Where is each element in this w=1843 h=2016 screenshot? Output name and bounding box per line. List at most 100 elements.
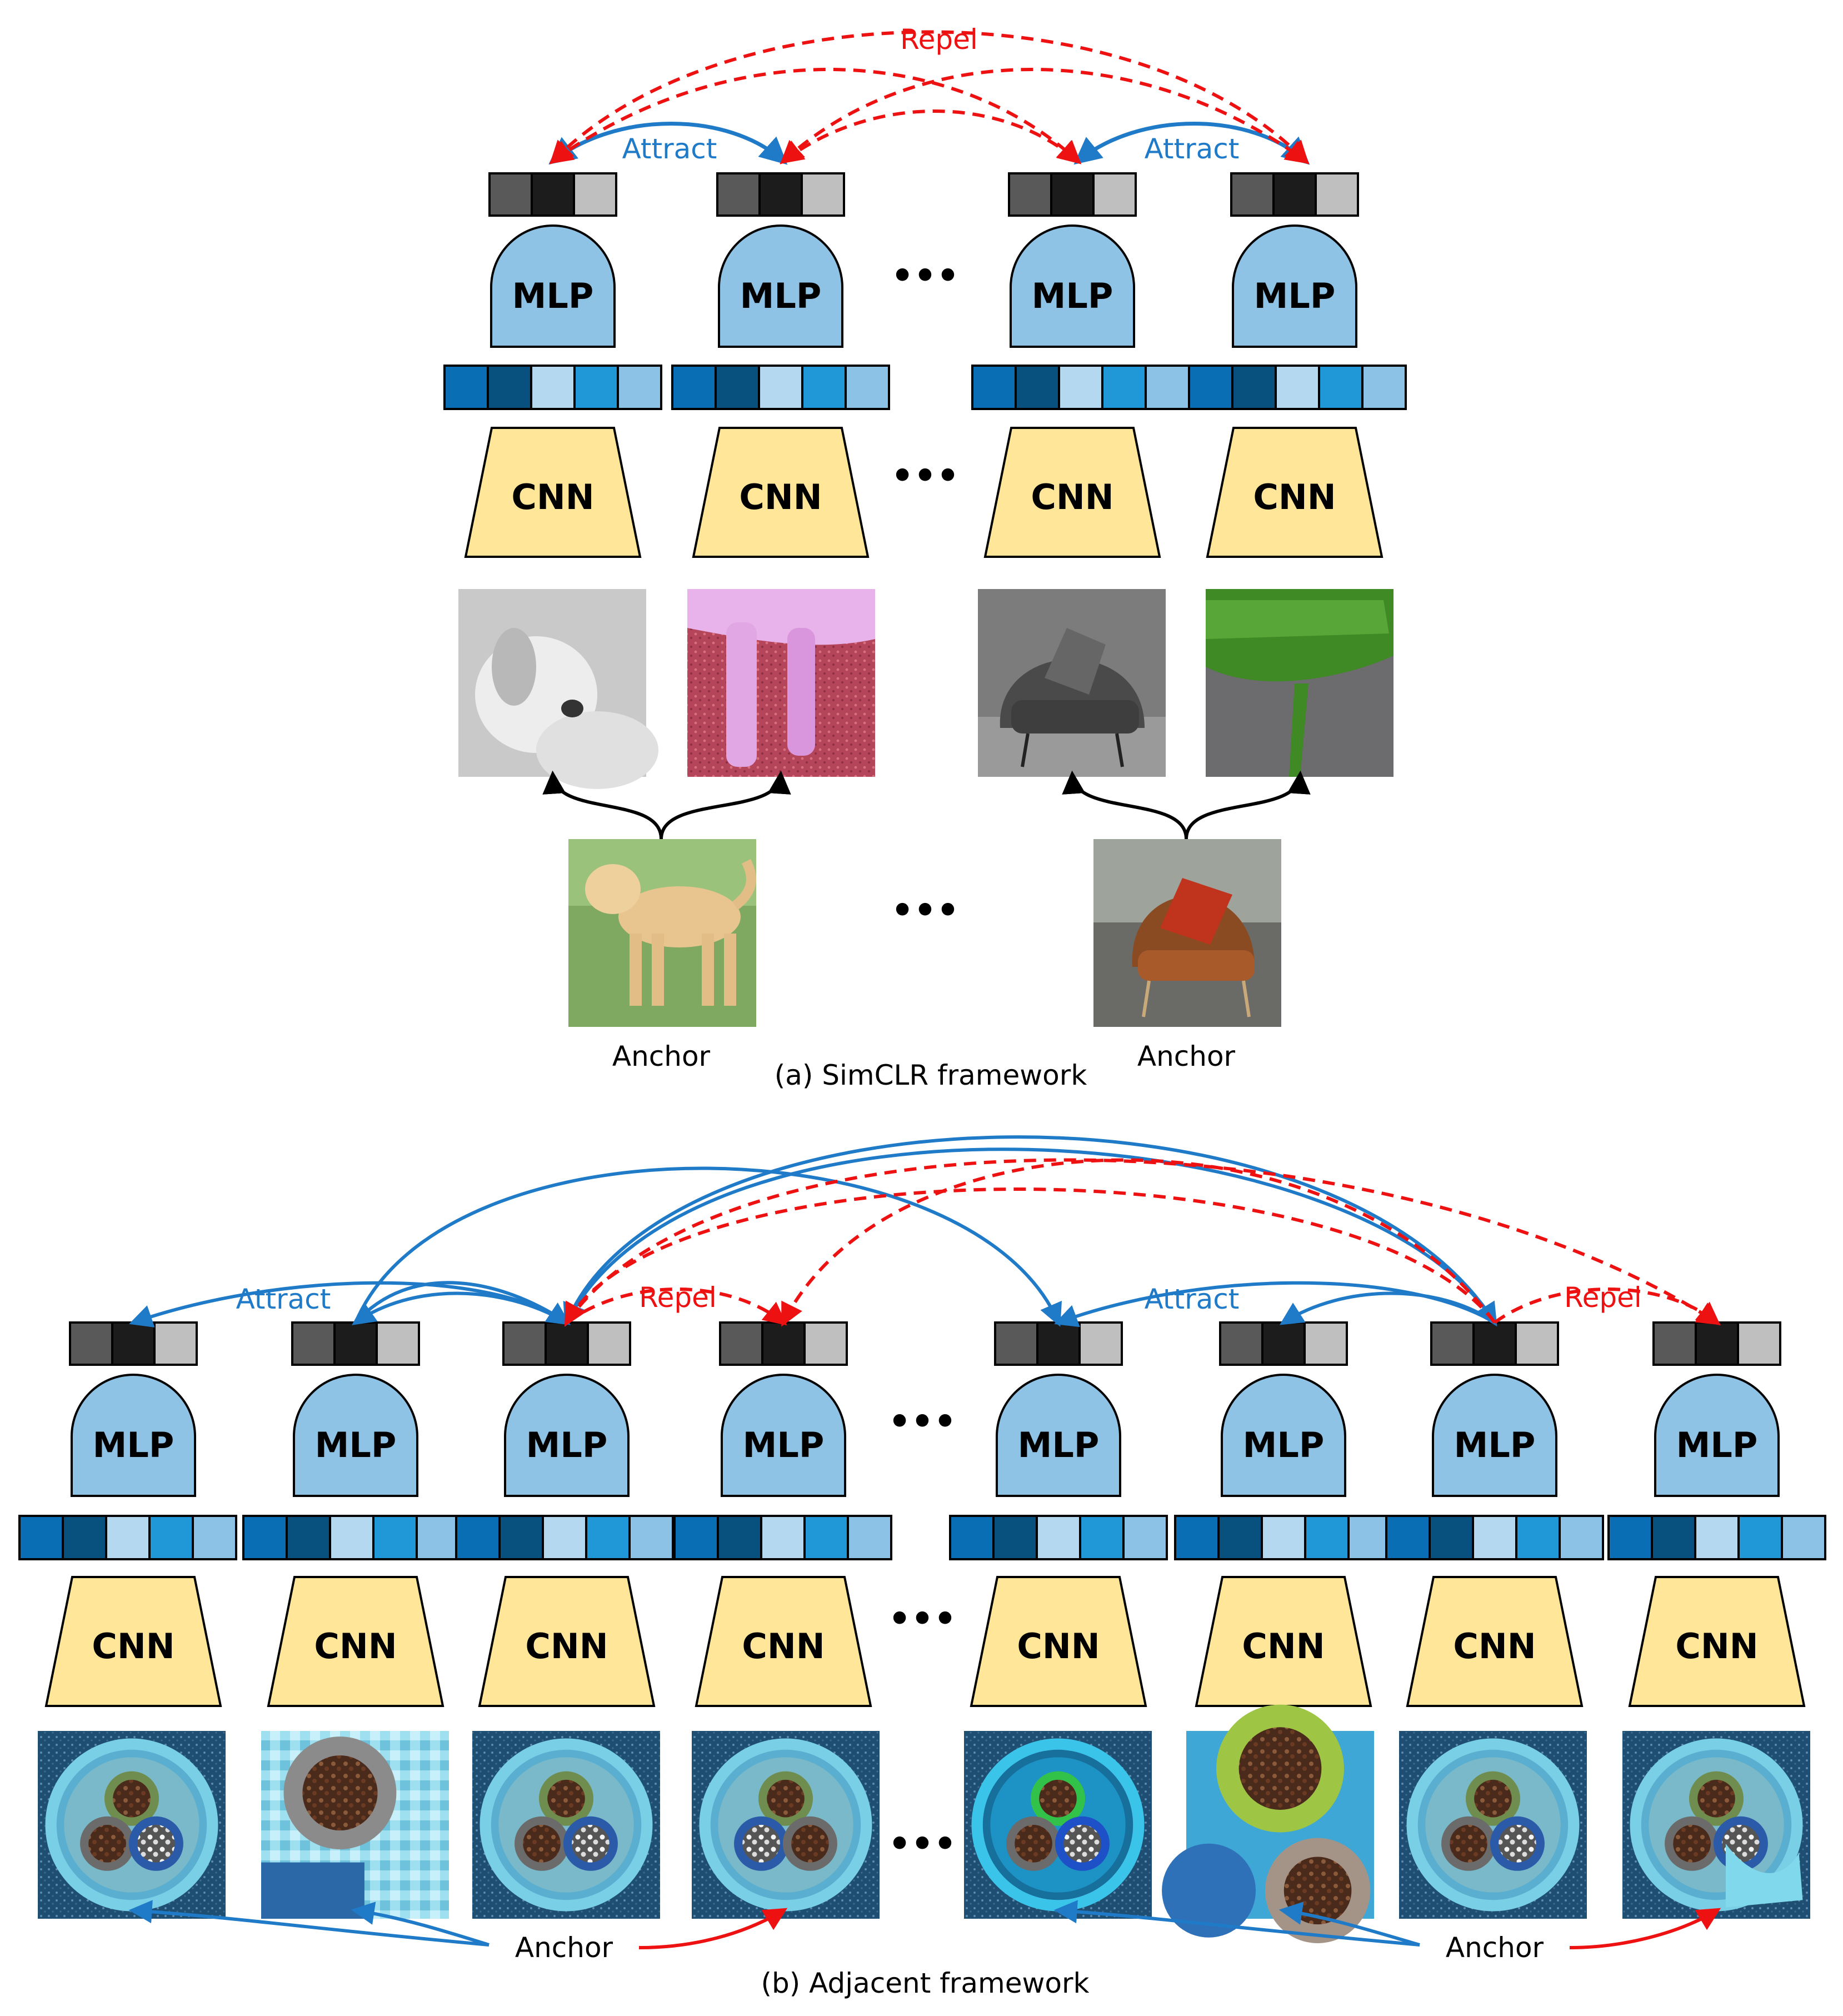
- cnn-b-1-label: CNN: [92, 1626, 174, 1666]
- cnn-b-7-shape: [1406, 1576, 1584, 1707]
- mlp-b-6-shape: [1221, 1374, 1346, 1497]
- feature-b-1-cell: [192, 1515, 237, 1560]
- attract-label-a-left: Attract: [622, 133, 717, 165]
- feature-b-3: [455, 1515, 674, 1560]
- cnn-a-1: CNN: [464, 427, 642, 558]
- cnn-b-1-shape: [44, 1576, 222, 1707]
- feature-a-1-cell: [617, 365, 662, 410]
- embedding-a-1: [488, 172, 617, 217]
- feature-b-3-cell: [628, 1515, 674, 1560]
- embedding-a-2-cell: [758, 172, 803, 217]
- cnn-b-4-label: CNN: [742, 1626, 825, 1666]
- attract-arrow-b-1: [129, 1281, 568, 1328]
- feature-a-4: [1188, 365, 1407, 410]
- repel-label-b-left: Repel: [639, 1281, 717, 1314]
- embedding-a-1-cell: [531, 172, 575, 217]
- mlp-a-2-shape: [718, 224, 843, 348]
- feature-a-1-cell: [573, 365, 619, 410]
- attract-arrow-b-7: [1054, 1281, 1496, 1328]
- feature-b-3-cell: [455, 1515, 501, 1560]
- mlp-b-3-shape: [504, 1374, 630, 1497]
- feature-a-4-cell: [1231, 365, 1277, 410]
- repel-label-a: Repel: [900, 23, 978, 56]
- feature-a-3: [971, 365, 1190, 410]
- embedding-b-3-cell: [545, 1321, 589, 1366]
- cable-cross-section-image-3: [472, 1731, 660, 1919]
- feature-b-6-cell: [1174, 1515, 1220, 1560]
- feature-b-6-cell: [1217, 1515, 1263, 1560]
- mlp-b-4: MLP: [721, 1374, 846, 1497]
- feature-b-7-cell: [1429, 1515, 1474, 1560]
- dog-anchor-photo-image: [568, 839, 756, 1027]
- feature-a-4-cell: [1318, 365, 1363, 410]
- feature-b-5: [949, 1515, 1168, 1560]
- embedding-b-1-cell: [111, 1321, 156, 1366]
- repel-arrow-b-3: [565, 1158, 1721, 1325]
- attract-label-b-right: Attract: [1145, 1283, 1240, 1315]
- feature-a-2-cell: [801, 365, 847, 410]
- feature-b-4-cell: [717, 1515, 762, 1560]
- feature-b-1-cell: [18, 1515, 64, 1560]
- cnn-a-2-shape: [692, 427, 870, 558]
- mlp-b-2-shape: [293, 1374, 418, 1497]
- cnn-b-3: CNN: [478, 1576, 656, 1707]
- feature-b-4-cell: [803, 1515, 849, 1560]
- embedding-b-4: [719, 1321, 848, 1366]
- repel-arrow-a-1: [550, 30, 1309, 165]
- feature-b-1-cell: [148, 1515, 194, 1560]
- ellipsis-b-images: •••: [888, 1824, 957, 1865]
- chair-green-crop-image: [1206, 589, 1394, 777]
- attract-label-b-left: Attract: [236, 1283, 331, 1315]
- cable-cross-section-image-4: [692, 1731, 880, 1919]
- embedding-a-4-cell: [1230, 172, 1275, 217]
- cnn-b-4-shape: [695, 1576, 872, 1707]
- repel-arrow-b-4: [781, 1158, 1496, 1327]
- feature-a-2-cell: [758, 365, 803, 410]
- mlp-a-3-label: MLP: [1032, 276, 1113, 316]
- mlp-b-5-label: MLP: [1018, 1425, 1100, 1465]
- feature-b-4-cell: [760, 1515, 806, 1560]
- feature-b-2-cell: [416, 1515, 461, 1560]
- feature-b-2-cell: [242, 1515, 288, 1560]
- mlp-a-1-shape: [490, 224, 616, 348]
- feature-b-8-cell: [1781, 1515, 1826, 1560]
- embedding-b-1: [69, 1321, 198, 1366]
- embedding-a-3-cell: [1050, 172, 1095, 217]
- embedding-b-8-cell: [1695, 1321, 1739, 1366]
- embedding-a-1-cell: [573, 172, 617, 217]
- cnn-a-4-label: CNN: [1253, 477, 1336, 517]
- feature-b-5-cell: [1036, 1515, 1081, 1560]
- embedding-b-8-cell: [1652, 1321, 1697, 1366]
- cable-cross-section-saturated-image-5: [964, 1731, 1152, 1919]
- embedding-b-3: [502, 1321, 631, 1366]
- caption-a: (a) SimCLR framework: [775, 1059, 1087, 1091]
- embedding-b-2-cell: [376, 1321, 420, 1366]
- embedding-a-2-cell: [716, 172, 761, 217]
- feature-a-3-cell: [1058, 365, 1103, 410]
- feature-b-1: [18, 1515, 237, 1560]
- embedding-a-3-cell: [1092, 172, 1137, 217]
- cnn-a-3-label: CNN: [1031, 477, 1113, 517]
- feature-b-7-cell: [1559, 1515, 1604, 1560]
- mlp-b-8-shape: [1654, 1374, 1780, 1497]
- feature-b-8-cell: [1607, 1515, 1653, 1560]
- cnn-b-7: CNN: [1406, 1576, 1584, 1707]
- cable-zoom-crop-image-2: [261, 1731, 449, 1919]
- cnn-a-1-label: CNN: [511, 477, 594, 517]
- feature-b-2-cell: [372, 1515, 418, 1560]
- cnn-a-4: CNN: [1206, 427, 1384, 558]
- feature-b-6: [1174, 1515, 1393, 1560]
- anchor-label-b-left: Anchor: [515, 1932, 613, 1964]
- cnn-a-3: CNN: [983, 427, 1161, 558]
- mlp-b-2: MLP: [293, 1374, 418, 1497]
- anchor-label-a-chair: Anchor: [1137, 1040, 1236, 1072]
- cable-cross-section-dented-image-8: [1622, 1731, 1810, 1919]
- embedding-b-7-cell: [1515, 1321, 1559, 1366]
- feature-a-2-cell: [715, 365, 760, 410]
- mlp-b-1-shape: [71, 1374, 196, 1497]
- mlp-a-3-shape: [1010, 224, 1135, 348]
- ellipsis-a-mlp: •••: [891, 256, 960, 297]
- embedding-b-2-cell: [291, 1321, 336, 1366]
- cnn-b-5-label: CNN: [1017, 1626, 1100, 1666]
- cnn-b-6-shape: [1195, 1576, 1372, 1707]
